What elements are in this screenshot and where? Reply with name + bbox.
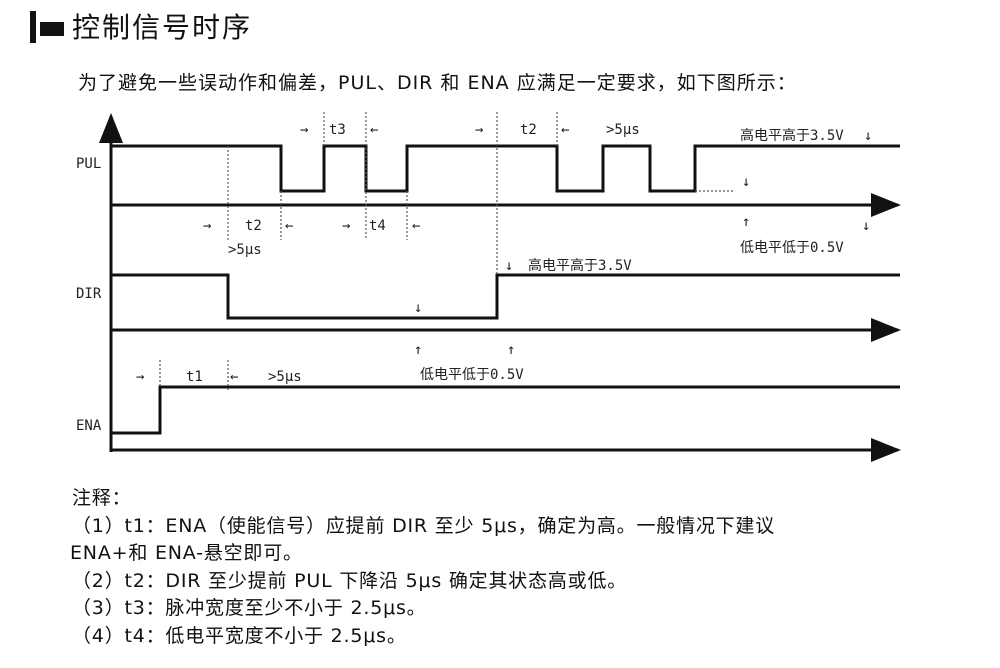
dir-low-arrow-up-1: ↑: [414, 342, 422, 358]
intro-text: 为了避免一些误动作和偏差，PUL、DIR 和 ENA 应满足一定要求，如下图所示…: [78, 72, 797, 94]
t1-arrow-left: ←: [230, 369, 238, 385]
pul-waveform: [111, 144, 900, 193]
t2-arrow-left: ←: [285, 218, 293, 234]
t1-label: t1: [186, 369, 203, 385]
t4-arrow-left: ←: [412, 218, 420, 234]
t2-label: t2: [245, 218, 262, 234]
note-line: （4）t4：低电平宽度不小于 2.5μs。: [72, 624, 407, 647]
notes-heading: 注释：: [72, 487, 132, 509]
pul-low-note: 低电平低于0.5V: [740, 240, 844, 256]
pul-low-arrow-down: ↓: [742, 174, 750, 190]
section-marker-icon: [30, 9, 66, 43]
t2-min: >5μs: [228, 242, 262, 258]
pul-label: PUL: [76, 156, 101, 172]
dir-waveform: [111, 273, 900, 320]
t2-top-arrow-left: ←: [561, 122, 569, 138]
t2-arrow-right: →: [203, 218, 211, 234]
t2-top-arrow-right: →: [475, 122, 483, 138]
dir-label: DIR: [76, 286, 102, 302]
note-line: （1）t1：ENA（使能信号）应提前 DIR 至少 5μs，确定为高。一般情况下…: [72, 514, 776, 537]
t3-arrow-right: →: [300, 122, 308, 138]
dir-low-arrow-up-2: ↑: [507, 342, 515, 358]
pul-high-arrow: ↓: [864, 128, 872, 144]
t4-label: t4: [369, 218, 386, 234]
dir-high-note: 高电平高于3.5V: [528, 257, 632, 274]
title-text: 控制信号时序: [72, 11, 253, 44]
pul-high-note: 高电平高于3.5V: [740, 127, 844, 144]
t4-arrow-right: →: [342, 218, 350, 234]
ena-label: ENA: [76, 418, 102, 434]
timing-guides: [159, 112, 735, 390]
dir-low-note: 低电平低于0.5V: [420, 367, 524, 383]
ena-waveform: [111, 385, 900, 435]
dir-low-arrow-down: ↓: [414, 300, 422, 316]
notes: 注释： （1）t1：ENA（使能信号）应提前 DIR 至少 5μs，确定为高。一…: [70, 485, 776, 650]
t2-top-min: >5μs: [606, 122, 640, 138]
t3-label: t3: [329, 122, 346, 138]
t1-arrow-right: →: [136, 369, 144, 385]
pul-low-arrow-up: ↑: [742, 214, 750, 230]
dir-high-arrow: ↓: [505, 258, 513, 274]
note-line: （3）t3：脉冲宽度至少不小于 2.5μs。: [72, 597, 427, 619]
t3-arrow-left: ←: [370, 122, 378, 138]
t1-min: >5μs: [268, 369, 302, 385]
t2-top-label: t2: [520, 122, 537, 138]
note-line: ENA+和 ENA-悬空即可。: [70, 542, 303, 564]
pul-low-arrow-down-2: ↓: [862, 218, 870, 234]
section-title: 控制信号时序: [30, 4, 252, 48]
note-line: （2）t2：DIR 至少提前 PUL 下降沿 5μs 确定其状态高或低。: [72, 569, 628, 592]
